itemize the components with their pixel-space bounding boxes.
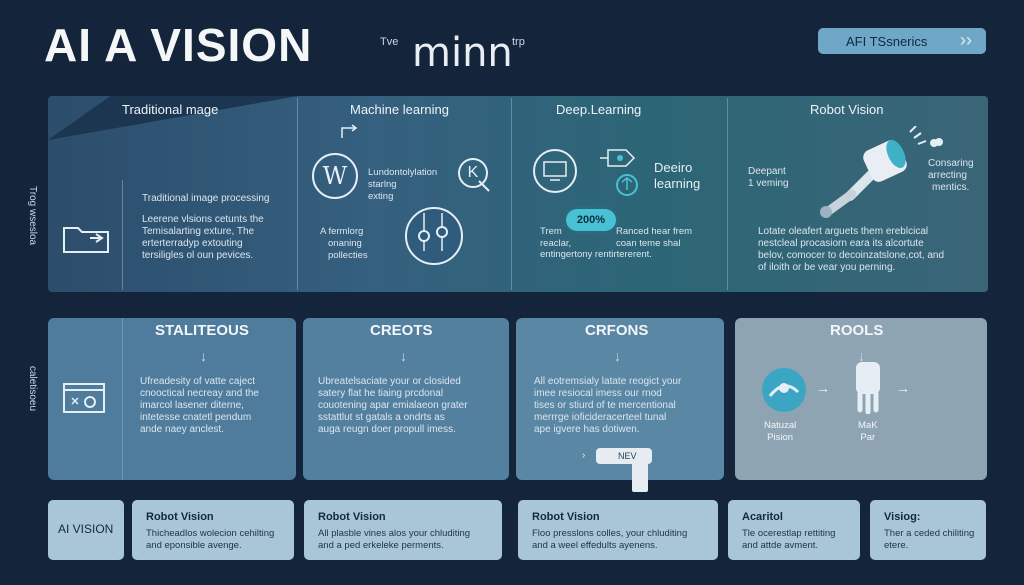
divider	[122, 318, 123, 480]
column-label: Deepant 1 veming	[748, 166, 789, 189]
divider	[727, 98, 728, 290]
deep-learning-label: Deeiro learning	[654, 160, 701, 191]
w-badge-icon: W	[312, 153, 358, 199]
middle-card-heading: CREOTS	[370, 322, 433, 339]
middle-card-text: All eotremsialy latate reogict your imee…	[534, 376, 682, 435]
column-text: entingertony rentirtererent.	[540, 249, 652, 260]
device-chip: NEV	[596, 448, 652, 464]
robot-arm-icon	[820, 126, 927, 218]
folder-gear-icon	[63, 383, 105, 413]
header-button-label: AFI TSsnerics	[846, 33, 928, 49]
divider	[511, 98, 512, 290]
rools-label-a: Natuzal Pision	[764, 420, 797, 443]
cloud-icon	[930, 138, 943, 147]
magnifier-handle-icon	[478, 180, 490, 192]
arrow-up-icon	[341, 124, 358, 138]
folder-icon	[63, 227, 109, 253]
top-band	[48, 96, 988, 292]
subtitle: minn	[412, 30, 513, 76]
bottom-card-robot-vision-3: Robot Vision Floo presslons colles, your…	[518, 500, 718, 560]
robot-hand-icon	[856, 362, 880, 414]
middle-card-creots	[303, 318, 509, 480]
bottom-card-ai-vision: AI VISION	[48, 500, 124, 560]
bottom-card-robot-vision-2: Robot Vision All plasble vines alos your…	[304, 500, 502, 560]
column-label: Consaring arrecting mentics.	[928, 158, 974, 193]
middle-card-heading: STALITEOUS	[155, 322, 249, 339]
middle-card-heading: ROOLS	[830, 322, 884, 339]
double-chevron-right-icon: ››	[960, 30, 972, 50]
middle-card-staliteous	[48, 318, 296, 480]
monitor-icon	[533, 149, 577, 193]
column-heading-traditional: Traditional mage	[122, 102, 219, 117]
subtitle-superscript-right: trp	[512, 36, 525, 48]
column-text: Trem reaclar,	[540, 226, 572, 249]
middle-card-text: Ufreadesity of vatte caject cnooctical n…	[140, 376, 259, 435]
column-heading-robot-vision: Robot Vision	[810, 102, 884, 117]
column-text: Leerene vlsions cetunts the Temisalartin…	[142, 214, 264, 261]
network-circle-icon	[405, 207, 463, 265]
arrow-down-icon: ↓	[858, 348, 865, 364]
node-icon	[616, 174, 638, 196]
search-magnifier-icon: K	[458, 158, 488, 188]
page-title: AI A VISION	[44, 19, 313, 71]
column-heading-deep-learning: Deep.Learning	[556, 102, 642, 117]
rools-label-b: MaK Par	[858, 420, 878, 443]
middle-card-text: Ubreatelsaciate your or closided satery …	[318, 376, 468, 435]
bottom-card-robot-vision-1: Robot Vision Thicheadlos wolecion cehilt…	[132, 500, 294, 560]
side-label-middle: caletisoeu	[27, 366, 38, 412]
camera-icon	[600, 149, 636, 167]
column-text: Lotate oleafert arguets them ereblcical …	[758, 226, 945, 273]
column-text: Ranced hear frem coan teme shal	[616, 226, 693, 249]
percent-badge: 200%	[566, 209, 616, 231]
signal-icon: ›	[582, 450, 586, 461]
column-text: Lundontolylation starlng exting	[368, 167, 438, 202]
side-label-top: Trog wsesloa	[27, 186, 38, 246]
header-button[interactable]: AFI TSsnerics ››	[818, 28, 986, 54]
column-heading-machine-learning: Machine learning	[350, 102, 450, 117]
divider	[122, 180, 123, 290]
arrow-down-icon: ↓	[400, 348, 407, 364]
natural-vision-icon	[762, 368, 806, 412]
arrow-right-icon: →	[896, 380, 910, 396]
arrow-right-icon: →	[816, 380, 830, 396]
arrow-down-icon: ↓	[200, 348, 207, 364]
column-text: A fermlorg onaning pollecties	[320, 226, 368, 261]
middle-card-heading: CRFONS	[585, 322, 649, 339]
device-stand-icon	[632, 462, 648, 492]
arrow-down-icon: ↓	[614, 348, 621, 364]
divider	[297, 98, 298, 290]
column-subheading: Traditional image processing	[142, 193, 270, 204]
subtitle-superscript-left: Tve	[380, 36, 399, 48]
